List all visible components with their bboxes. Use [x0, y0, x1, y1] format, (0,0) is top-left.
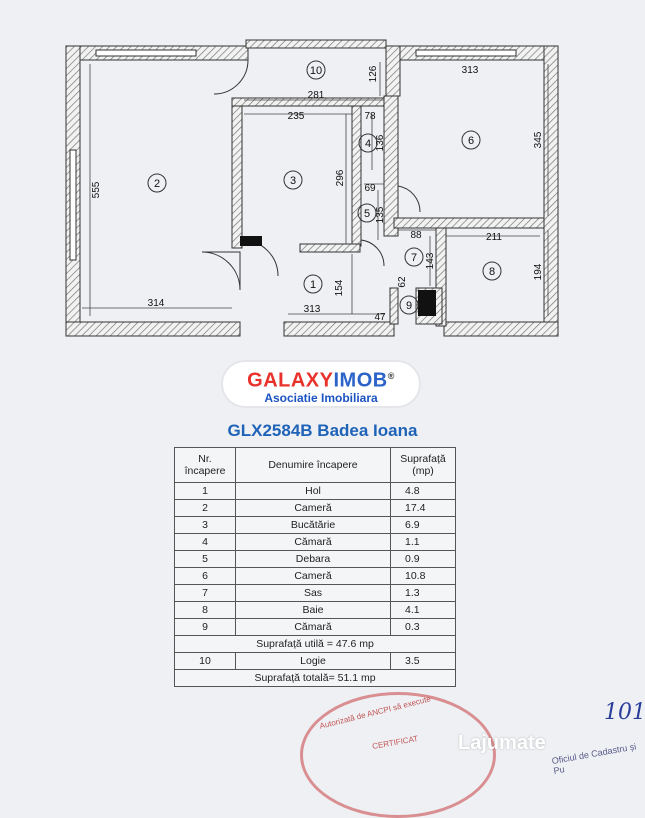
stamp-text-3: Oficiul de Cadastru și Pu — [550, 741, 637, 776]
dim-88: 88 — [410, 230, 422, 241]
logo-galaxy: GALAXY — [247, 369, 334, 392]
cell-name: Sas — [235, 584, 391, 602]
cell-nr: 4 — [174, 533, 236, 551]
room-number-4: 4 — [365, 138, 371, 150]
listing-reference: GLX2584B Badea Ioana — [227, 421, 418, 440]
room-number-9: 9 — [406, 300, 412, 312]
dimension-lines — [82, 62, 549, 316]
cell-area: 0.3 — [390, 618, 456, 636]
cell-nr: 6 — [174, 567, 236, 585]
cell-nr: 1 — [174, 482, 236, 500]
cell-area: 3.5 — [390, 652, 456, 670]
cell-area: 4.1 — [390, 601, 456, 619]
dim-135: 135 — [375, 206, 386, 223]
header-name: Denumire încapere — [235, 447, 391, 483]
dim-47: 47 — [374, 312, 386, 323]
cell-area: 0.9 — [390, 550, 456, 568]
room-number-5: 5 — [364, 208, 370, 220]
logo-registered: ® — [387, 371, 395, 381]
useful-total: Suprafață utilă = 47.6 mp — [174, 635, 456, 653]
dim-211: 211 — [486, 232, 502, 243]
dim-555: 555 — [91, 181, 102, 198]
dim-78: 78 — [364, 111, 376, 122]
dim-296: 296 — [335, 169, 346, 186]
galaxyimob-logo: GALAXYIMOB® Asociatie Imobiliara — [223, 362, 419, 406]
dim-69: 69 — [364, 183, 376, 194]
table-header-row: Nr. încapere Denumire încapere Suprafață… — [174, 447, 456, 483]
cell-name: Cameră — [235, 499, 391, 517]
useful-total-row: Suprafață utilă = 47.6 mp — [174, 635, 456, 653]
cell-name: Cămară — [235, 533, 391, 551]
cell-name: Cămară — [235, 618, 391, 636]
room-number-10: 10 — [310, 65, 322, 77]
floor-plan: 2 3 1 4 5 6 7 8 9 10 555 314 281 126 313… — [65, 39, 559, 337]
cell-name: Cameră — [235, 567, 391, 585]
dim-314: 314 — [148, 298, 165, 309]
room-number-7: 7 — [411, 252, 417, 264]
cell-area: 10.8 — [390, 567, 456, 585]
dim-136: 136 — [375, 134, 386, 151]
logo-imob: IMOB — [333, 369, 388, 392]
dim-235: 235 — [288, 111, 305, 122]
cell-nr: 3 — [174, 516, 236, 534]
cell-name: Baie — [235, 601, 391, 619]
cell-nr: 5 — [174, 550, 236, 568]
grand-total: Suprafață totală= 51.1 mp — [174, 669, 456, 687]
dim-313-top: 313 — [462, 65, 479, 76]
cell-area: 17.4 — [390, 499, 456, 517]
cell-area: 1.3 — [390, 584, 456, 602]
dim-313-bottom: 313 — [304, 304, 321, 315]
room-area-table: Nr. încapere Denumire încapere Suprafață… — [174, 447, 456, 687]
cell-area: 6.9 — [390, 516, 456, 534]
cell-nr: 2 — [174, 499, 236, 517]
dim-143: 143 — [425, 252, 436, 269]
fixtures — [240, 236, 436, 316]
room-number-8: 8 — [489, 266, 495, 278]
cell-name: Debara — [235, 550, 391, 568]
dim-154: 154 — [334, 279, 345, 296]
dim-281: 281 — [308, 90, 325, 101]
grand-total-row: Suprafață totală= 51.1 mp — [174, 669, 456, 687]
handwritten-number: 101 — [604, 700, 645, 725]
room-number-6: 6 — [468, 135, 474, 147]
interior-walls — [231, 95, 545, 327]
exterior-walls — [65, 39, 559, 337]
dim-62: 62 — [397, 276, 408, 288]
logo-wordmark: GALAXYIMOB® — [223, 366, 419, 391]
cell-name: Logie — [235, 652, 391, 670]
cell-nr: 10 — [174, 652, 236, 670]
cell-nr: 8 — [174, 601, 236, 619]
lajumate-watermark: Lajumate — [458, 732, 546, 754]
room-markers — [147, 60, 502, 315]
room-number-3: 3 — [290, 175, 296, 187]
cell-area: 1.1 — [390, 533, 456, 551]
cell-nr: 9 — [174, 618, 236, 636]
windows — [69, 49, 517, 261]
dim-345: 345 — [533, 131, 544, 148]
dim-194: 194 — [533, 263, 544, 280]
room-number-2: 2 — [154, 178, 160, 190]
header-area: Suprafață (mp) — [390, 447, 456, 483]
cell-name: Hol — [235, 482, 391, 500]
header-nr: Nr. încapere — [174, 447, 236, 483]
room-number-1: 1 — [310, 279, 316, 291]
cell-name: Bucătărie — [235, 516, 391, 534]
cell-area: 4.8 — [390, 482, 456, 500]
dim-126: 126 — [368, 65, 379, 82]
cell-nr: 7 — [174, 584, 236, 602]
logo-subtitle: Asociatie Imobiliara — [264, 390, 378, 405]
